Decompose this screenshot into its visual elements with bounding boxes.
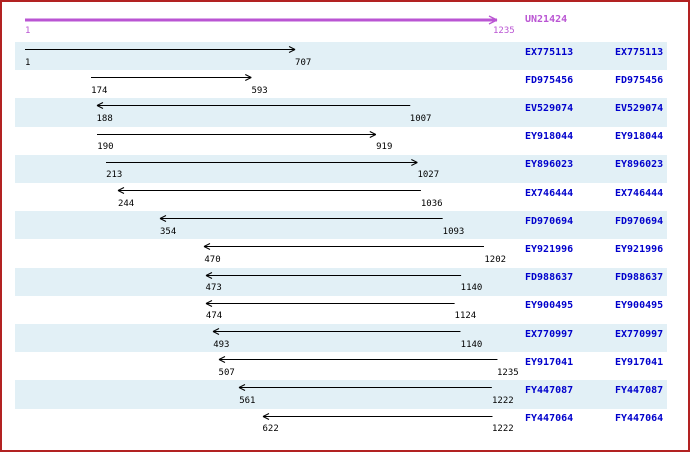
end-coord: 1036 — [420, 198, 443, 209]
end-coord: 707 — [295, 57, 312, 68]
accession-link-secondary[interactable]: EY921996 — [615, 243, 664, 255]
alignment-arrow-FD975456[interactable] — [91, 73, 252, 82]
alignment-arrow-EX775113[interactable] — [25, 45, 296, 54]
accession-link-secondary[interactable]: FD988637 — [615, 272, 664, 284]
accession-link-primary[interactable]: FY447064 — [525, 413, 574, 425]
end-coord: 1007 — [409, 113, 432, 124]
accession-link-primary[interactable]: EX746444 — [525, 187, 574, 199]
reference-start-coord: 1 — [25, 26, 31, 36]
end-coord: 1027 — [417, 170, 440, 181]
alignment-row: 561 1222 FY447087 FY447087 — [15, 380, 667, 409]
accession-link-secondary[interactable]: EY918044 — [615, 131, 664, 143]
accession-link-primary[interactable]: EY917041 — [525, 356, 574, 368]
start-coord: 493 — [213, 339, 230, 350]
accession-link-secondary[interactable]: EX770997 — [615, 328, 664, 340]
accession-link-primary[interactable]: EY921996 — [525, 243, 574, 255]
alignment-row: 622 1222 FY447064 FY447064 — [15, 409, 667, 437]
end-coord: 593 — [251, 85, 268, 96]
accession-link-primary[interactable]: FD988637 — [525, 272, 574, 284]
end-coord: 919 — [376, 142, 393, 153]
alignment-row: 354 1093 FD970694 FD970694 — [15, 211, 667, 240]
alignment-arrow-FY447064[interactable] — [262, 412, 492, 421]
accession-link-secondary[interactable]: EY917041 — [615, 356, 664, 368]
alignment-arrow-EY921996[interactable] — [204, 242, 485, 251]
alignment-row: 190 919 EY918044 EY918044 — [15, 127, 667, 155]
start-coord: 1 — [25, 57, 31, 68]
reference-arrow — [25, 15, 498, 25]
start-coord: 213 — [106, 170, 123, 181]
alignment-row: 244 1036 EX746444 EX746444 — [15, 183, 667, 211]
end-coord: 1093 — [442, 226, 465, 237]
accession-link-primary[interactable]: FY447087 — [525, 384, 574, 396]
start-coord: 622 — [262, 424, 279, 435]
end-coord: 1202 — [484, 254, 507, 265]
accession-link-primary[interactable]: FD970694 — [525, 215, 574, 227]
alignment-arrow-EX746444[interactable] — [117, 186, 421, 195]
accession-link-secondary[interactable]: FY447064 — [615, 413, 664, 425]
accession-link-secondary[interactable]: FD970694 — [615, 215, 664, 227]
end-coord: 1140 — [460, 283, 483, 294]
reference-end-coord: 1235 — [493, 26, 515, 36]
accession-link-primary[interactable]: EX775113 — [525, 46, 574, 58]
start-coord: 561 — [239, 395, 256, 406]
end-coord: 1140 — [460, 339, 483, 350]
end-coord: 1235 — [497, 367, 519, 378]
end-coord: 1222 — [492, 424, 514, 435]
accession-link-secondary[interactable]: FY447087 — [615, 384, 664, 396]
accession-link-secondary[interactable]: FD975456 — [615, 74, 664, 86]
alignment-arrow-EY900495[interactable] — [205, 299, 455, 308]
accession-link-primary[interactable]: FD975456 — [525, 74, 574, 86]
alignment-row: 174 593 FD975456 FD975456 — [15, 70, 667, 98]
alignment-row: 1 707 EX775113 EX775113 — [15, 42, 667, 71]
alignment-row: 213 1027 EY896023 EY896023 — [15, 154, 667, 183]
start-coord: 174 — [91, 85, 108, 96]
start-coord: 188 — [96, 113, 113, 124]
accession-link-secondary[interactable]: EY900495 — [615, 300, 664, 312]
end-coord: 1222 — [492, 395, 514, 406]
alignment-row: 473 1140 FD988637 FD988637 — [15, 267, 667, 296]
alignment-arrow-EY896023[interactable] — [106, 158, 418, 167]
alignment-row: 474 1124 EY900495 EY900495 — [15, 296, 667, 324]
alignment-arrow-EV529074[interactable] — [96, 101, 410, 110]
alignment-row: 470 1202 EY921996 EY921996 — [15, 239, 667, 267]
accession-link-primary[interactable]: EY896023 — [525, 159, 574, 171]
start-coord: 244 — [117, 198, 135, 209]
start-coord: 474 — [205, 311, 223, 322]
accession-link-secondary[interactable]: EY896023 — [615, 159, 664, 171]
accession-link-primary[interactable]: EV529074 — [525, 102, 574, 114]
accession-link-primary[interactable]: EX770997 — [525, 328, 574, 340]
alignment-row: 188 1007 EV529074 EV529074 — [15, 98, 667, 127]
start-coord: 190 — [97, 142, 114, 153]
alignment-arrow-FD970694[interactable] — [159, 214, 443, 223]
accession-link-primary[interactable]: EY918044 — [525, 131, 574, 143]
start-coord: 473 — [205, 283, 222, 294]
start-coord: 354 — [160, 226, 177, 237]
start-coord: 470 — [204, 254, 221, 265]
reference-name[interactable]: UN21424 — [525, 14, 568, 25]
alignment-arrow-EY918044[interactable] — [97, 130, 377, 139]
alignment-arrow-FD988637[interactable] — [205, 271, 461, 280]
alignment-arrow-EY917041[interactable] — [218, 355, 497, 364]
accession-link-secondary[interactable]: EX775113 — [615, 46, 664, 58]
alignment-arrow-EX770997[interactable] — [212, 327, 461, 336]
accession-link-secondary[interactable]: EV529074 — [615, 102, 664, 114]
start-coord: 507 — [218, 367, 235, 378]
accession-link-primary[interactable]: EY900495 — [525, 300, 574, 312]
accession-link-secondary[interactable]: EX746444 — [615, 187, 664, 199]
alignment-row: 493 1140 EX770997 EX770997 — [15, 324, 667, 353]
alignment-row: 507 1235 EY917041 EY917041 — [15, 352, 667, 380]
end-coord: 1124 — [454, 311, 477, 322]
alignment-arrow-FY447087[interactable] — [238, 383, 493, 392]
